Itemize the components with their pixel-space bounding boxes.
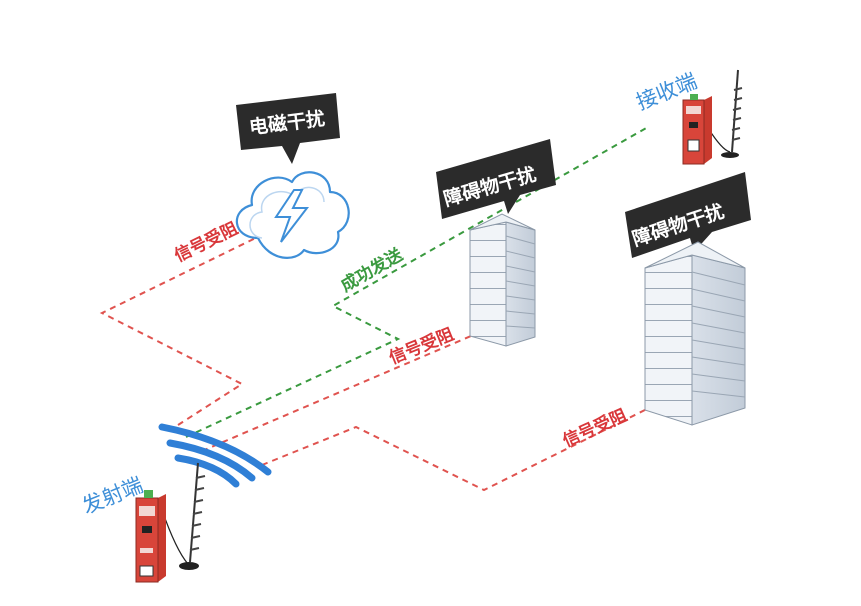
server-rack-icon	[469, 213, 536, 347]
blocked-label-3: 信号受阻	[559, 405, 630, 452]
blocked-label-2: 信号受阻	[386, 324, 457, 369]
obstacle-callout-2: 障碍物干扰	[625, 172, 751, 258]
blocked-path-cloud	[99, 231, 269, 426]
signal-wave-icon	[158, 423, 272, 488]
success-path	[185, 126, 649, 438]
lightning-cloud-icon	[235, 171, 350, 259]
server-rack-icon	[644, 241, 746, 426]
blocked-label-1: 信号受阻	[171, 218, 241, 267]
router-device-icon	[682, 94, 712, 165]
obstacle-callout-1: 障碍物干扰	[436, 139, 556, 219]
transmitter-device	[135, 462, 206, 583]
emi-callout: 电磁干扰	[236, 93, 340, 164]
antenna-icon	[161, 462, 206, 570]
receiver-device	[682, 69, 743, 165]
router-device-icon	[135, 490, 166, 583]
antenna-icon	[707, 69, 743, 158]
